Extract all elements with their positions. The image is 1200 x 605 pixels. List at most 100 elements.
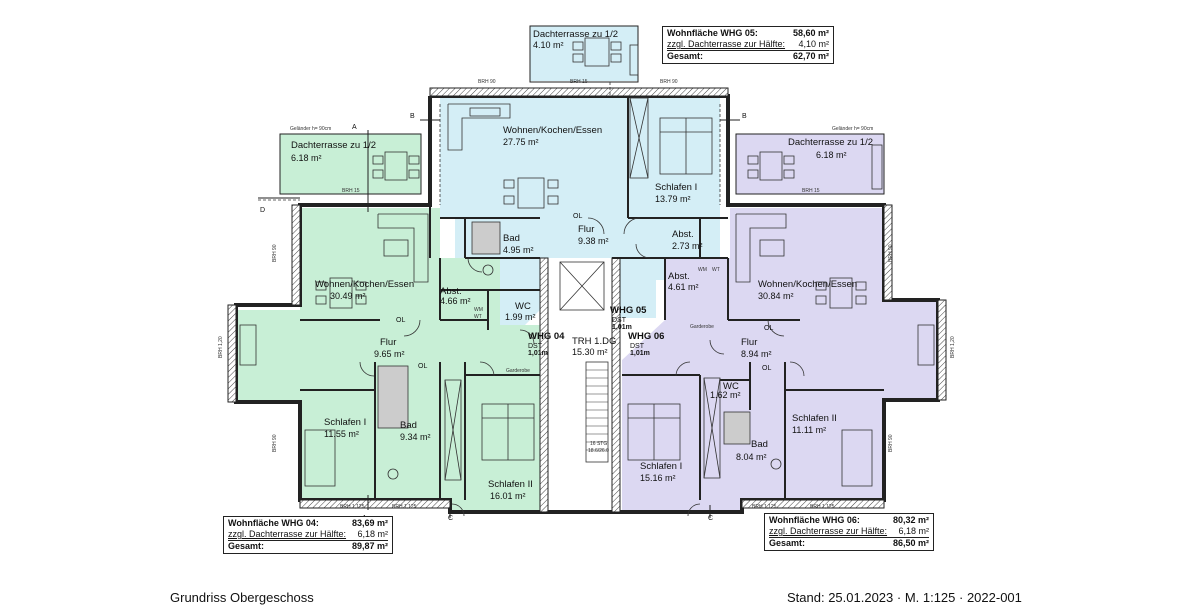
brh120-right: BRH 1,20 <box>950 336 956 358</box>
wkc05-name: Wohnen/Kochen/Essen <box>503 125 602 136</box>
summary-whg04-extra: zzgl. Dachterrasse zur Hälfte: <box>228 529 347 539</box>
stair-steps <box>586 369 608 451</box>
whg04-dst: DST <box>528 343 543 350</box>
gelaender-06: Geländer h= 90cm <box>832 126 873 132</box>
summary-whg06: Wohnfläche WHG 06: 80,32 m² zzgl. Dachte… <box>764 513 934 551</box>
schlafen04-area: 11.55 m² <box>324 429 359 439</box>
brh1125-br: BRH 1,125 <box>752 504 777 510</box>
abst05-name: Abst. <box>672 229 694 240</box>
gelaender-04: Geländer h= 90cm <box>290 126 331 132</box>
trh-area: 15.30 m² <box>572 347 608 357</box>
wall-hatch-06-ne <box>883 204 893 301</box>
stair-ratio-label: 18.6/26.0 <box>588 448 609 454</box>
ol-06b: OL <box>762 365 771 372</box>
wkc04-name: Wohnen/Kochen/Essen <box>315 279 414 290</box>
terrace-04-outline <box>279 133 422 195</box>
summary-whg05-extra: zzgl. Dachterrasse zur Hälfte: <box>667 39 786 49</box>
stair-steps-label: 16 STG <box>590 441 607 447</box>
summary-whg04-extra-value: 6,18 m² <box>357 529 388 539</box>
bad04-area: 9.34 m² <box>400 432 431 442</box>
wt-04: WT <box>474 314 482 320</box>
wc06-area: 1.62 m² <box>710 390 741 400</box>
brh1125-bl2: BRH 1,125 <box>392 504 417 510</box>
wkc04-area: 30.49 m² <box>330 291 366 301</box>
flur04-area: 9.65 m² <box>374 349 405 359</box>
schlafen2-06-area: 11.11 m² <box>792 425 826 435</box>
section-a-top: A <box>352 124 357 131</box>
section-b-right: B <box>742 113 747 120</box>
summary-whg05-title-value: 58,60 m² <box>792 28 829 38</box>
terrace-05-floor <box>530 26 638 81</box>
bad06-name: Bad <box>751 439 768 450</box>
wkc06-name: Wohnen/Kochen/Essen <box>758 279 857 290</box>
wc04-name: WC <box>515 301 531 312</box>
summary-whg04: Wohnfläche WHG 04: 83,69 m² zzgl. Dachte… <box>223 516 393 554</box>
ol-06a: OL <box>764 325 773 332</box>
terrace-05-name: Dachterrasse zu 1/2 <box>533 29 618 40</box>
summary-whg05-title: Wohnfläche WHG 05: <box>667 28 758 38</box>
summary-whg06-total-row: Gesamt: 86,50 m² <box>769 537 929 549</box>
terrace-04-area: 6.18 m² <box>291 153 322 163</box>
whg04-floor <box>238 208 548 510</box>
whg06-dst: DST <box>630 343 645 350</box>
bad05-area: 4.95 m² <box>503 245 534 255</box>
summary-whg05-total: Gesamt: <box>667 51 704 61</box>
summary-whg06-title: Wohnfläche WHG 06: <box>769 515 860 525</box>
whg05-dst: DST <box>612 317 627 324</box>
brh15-right: BRH 15 <box>802 188 820 194</box>
summary-whg05-extra-row: zzgl. Dachterrasse zur Hälfte: 4,10 m² <box>667 39 829 50</box>
abst05-area: 2.73 m² <box>672 241 703 251</box>
brh90-top-right: BRH 90 <box>660 79 678 85</box>
ol-05: OL <box>573 213 582 220</box>
footer-left: Grundriss Obergeschoss <box>170 590 314 605</box>
summary-whg06-extra: zzgl. Dachterrasse zur Hälfte: <box>769 526 888 536</box>
abst04-area: 4.66 m² <box>440 296 471 306</box>
summary-whg04-total-row: Gesamt: 89,87 m² <box>228 540 388 552</box>
whg05-label: WHG 05 <box>610 305 647 316</box>
whg05-dst-value: 1,01m <box>612 324 632 331</box>
abst06-name: Abst. <box>668 271 690 282</box>
abst06-area: 4.61 m² <box>668 282 699 292</box>
terrace-05-area: 4.10 m² <box>533 40 564 50</box>
summary-whg06-total-value: 86,50 m² <box>892 538 929 548</box>
summary-whg06-title-row: Wohnfläche WHG 06: 80,32 m² <box>769 515 929 526</box>
wall-hatch-04-west <box>227 304 237 403</box>
whg05-floor <box>440 96 720 330</box>
outer-wall-top <box>234 96 550 514</box>
schlafen06-area: 15.16 m² <box>640 473 676 483</box>
section-lines <box>258 119 740 518</box>
terrace-04-floor <box>280 134 421 194</box>
brh15-left: BRH 15 <box>342 188 360 194</box>
brh90-left: BRH 90 <box>272 244 278 262</box>
garderobe-06: Garderobe <box>690 324 714 330</box>
terrace-06-area: 6.18 m² <box>816 150 847 160</box>
schlafen05-name: Schlafen I <box>655 182 697 193</box>
brh15-top: BRH 15 <box>570 79 588 85</box>
whg04-dst-value: 1,01m <box>528 350 548 357</box>
summary-whg06-extra-row: zzgl. Dachterrasse zur Hälfte: 6,18 m² <box>769 526 929 537</box>
abst04-name: Abst. <box>440 286 462 297</box>
whg06-dst-value: 1,01m <box>630 350 650 357</box>
wm-06: WM <box>698 267 707 273</box>
section-d: D <box>260 207 265 214</box>
trh-name: TRH 1.DG <box>572 336 616 347</box>
summary-whg05-extra-value: 4,10 m² <box>798 39 829 49</box>
summary-whg05: Wohnfläche WHG 05: 58,60 m² zzgl. Dachte… <box>662 26 834 64</box>
garderobe-04: Garderobe <box>506 368 530 374</box>
summary-whg04-total: Gesamt: <box>228 541 265 551</box>
flur06-name: Flur <box>741 337 757 348</box>
bad06-area: 8.04 m² <box>736 452 767 462</box>
schlafen2-04-area: 16.01 m² <box>490 491 526 501</box>
flur06-area: 8.94 m² <box>741 349 772 359</box>
wkc05-area: 27.75 m² <box>503 137 539 147</box>
brh1125-bl: BRH 1,125 <box>340 504 365 510</box>
summary-whg04-total-value: 89,87 m² <box>351 541 388 551</box>
wall-hatch-04-nw <box>291 204 301 306</box>
schlafen04-name: Schlafen I <box>324 417 366 428</box>
summary-whg04-title-value: 83,69 m² <box>351 518 388 528</box>
section-b-left: B <box>410 113 415 120</box>
wall-hatch-05-top <box>429 87 729 97</box>
summary-whg05-title-row: Wohnfläche WHG 05: 58,60 m² <box>667 28 829 39</box>
wc06-name: WC <box>723 381 739 392</box>
wm-04: WM <box>474 307 483 313</box>
